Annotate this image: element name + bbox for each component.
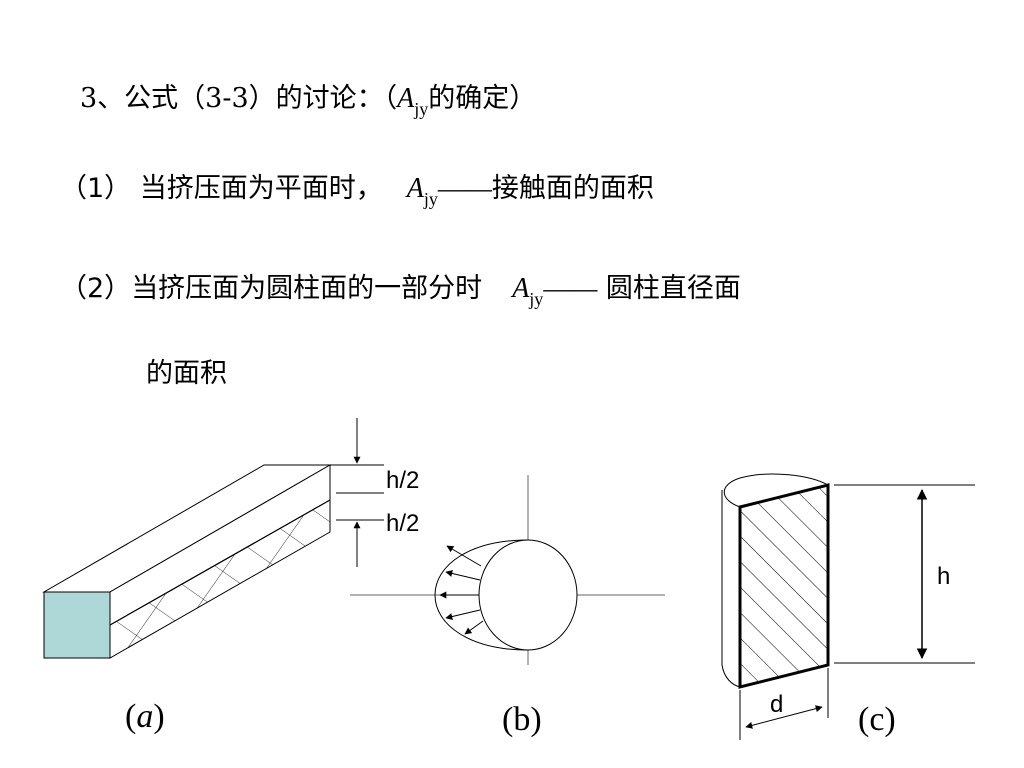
heading-sub: jy <box>414 99 429 119</box>
pressure-arrow-icon <box>445 570 481 581</box>
caption-c: (c) <box>858 701 896 738</box>
item2-number: （2） <box>60 273 132 304</box>
caption-a: (a) <box>125 698 165 735</box>
heading-suffix: 的确定） <box>428 83 537 114</box>
bar-end-face <box>43 591 111 659</box>
item2-cont: 的面积 <box>146 358 227 389</box>
heading-prefix: 3、公式（3-3）的讨论：（ <box>80 83 398 114</box>
cylinder-top-ellipse <box>723 473 829 508</box>
pressure-envelope <box>434 539 529 651</box>
item1-dash: —— <box>437 173 492 203</box>
figure-c: h d (c) <box>721 473 975 740</box>
caption-a-var: a <box>136 698 153 735</box>
item1-sub: jy <box>423 189 438 209</box>
label-d: d <box>770 691 783 718</box>
label-h-half-bottom: h/2 <box>386 510 419 537</box>
bar-mid-line <box>109 499 331 626</box>
item1-line: （1） 当挤压面为平面时， Ajy——接触面的面积 <box>60 172 654 209</box>
diameter-plane <box>738 483 830 689</box>
item2-continuation: 的面积 <box>146 358 227 390</box>
label-h-half-top: h/2 <box>386 467 419 494</box>
pressure-arrow-icon <box>464 620 484 635</box>
figure-b: (b) <box>350 475 665 738</box>
item2-var: A <box>512 273 530 304</box>
caption-a-open: ( <box>125 698 136 735</box>
diameter-plane-hatch <box>740 485 828 687</box>
caption-b: (b) <box>502 701 542 738</box>
item2-sub: jy <box>529 289 544 309</box>
item2-text: 当挤压面为圆柱面的一部分时 <box>131 273 483 304</box>
label-h: h <box>937 563 950 590</box>
heading-line: 3、公式（3-3）的讨论：（Ajy的确定） <box>80 82 537 119</box>
item2-dash: —— <box>543 273 598 303</box>
item2-line: （2）当挤压面为圆柱面的一部分时 Ajy—— 圆柱直径面 <box>60 272 741 309</box>
item1-var: A <box>406 173 424 204</box>
item1-number: （1） <box>60 173 132 204</box>
item2-rest: 圆柱直径面 <box>597 273 741 304</box>
pin-circle <box>478 539 578 651</box>
item1-text: 当挤压面为平面时， <box>131 173 383 204</box>
cylinder-bottom-curve <box>721 664 741 688</box>
item1-rest: 接触面的面积 <box>491 173 654 204</box>
pressure-arrow-icon <box>445 609 481 620</box>
figure-a: h/2 h/2 (a) <box>42 418 419 735</box>
heading-var: A <box>397 83 415 114</box>
dim-d-arrow-icon <box>745 705 823 729</box>
caption-a-close: ) <box>153 698 164 735</box>
pressure-arrow-icon <box>446 545 482 567</box>
